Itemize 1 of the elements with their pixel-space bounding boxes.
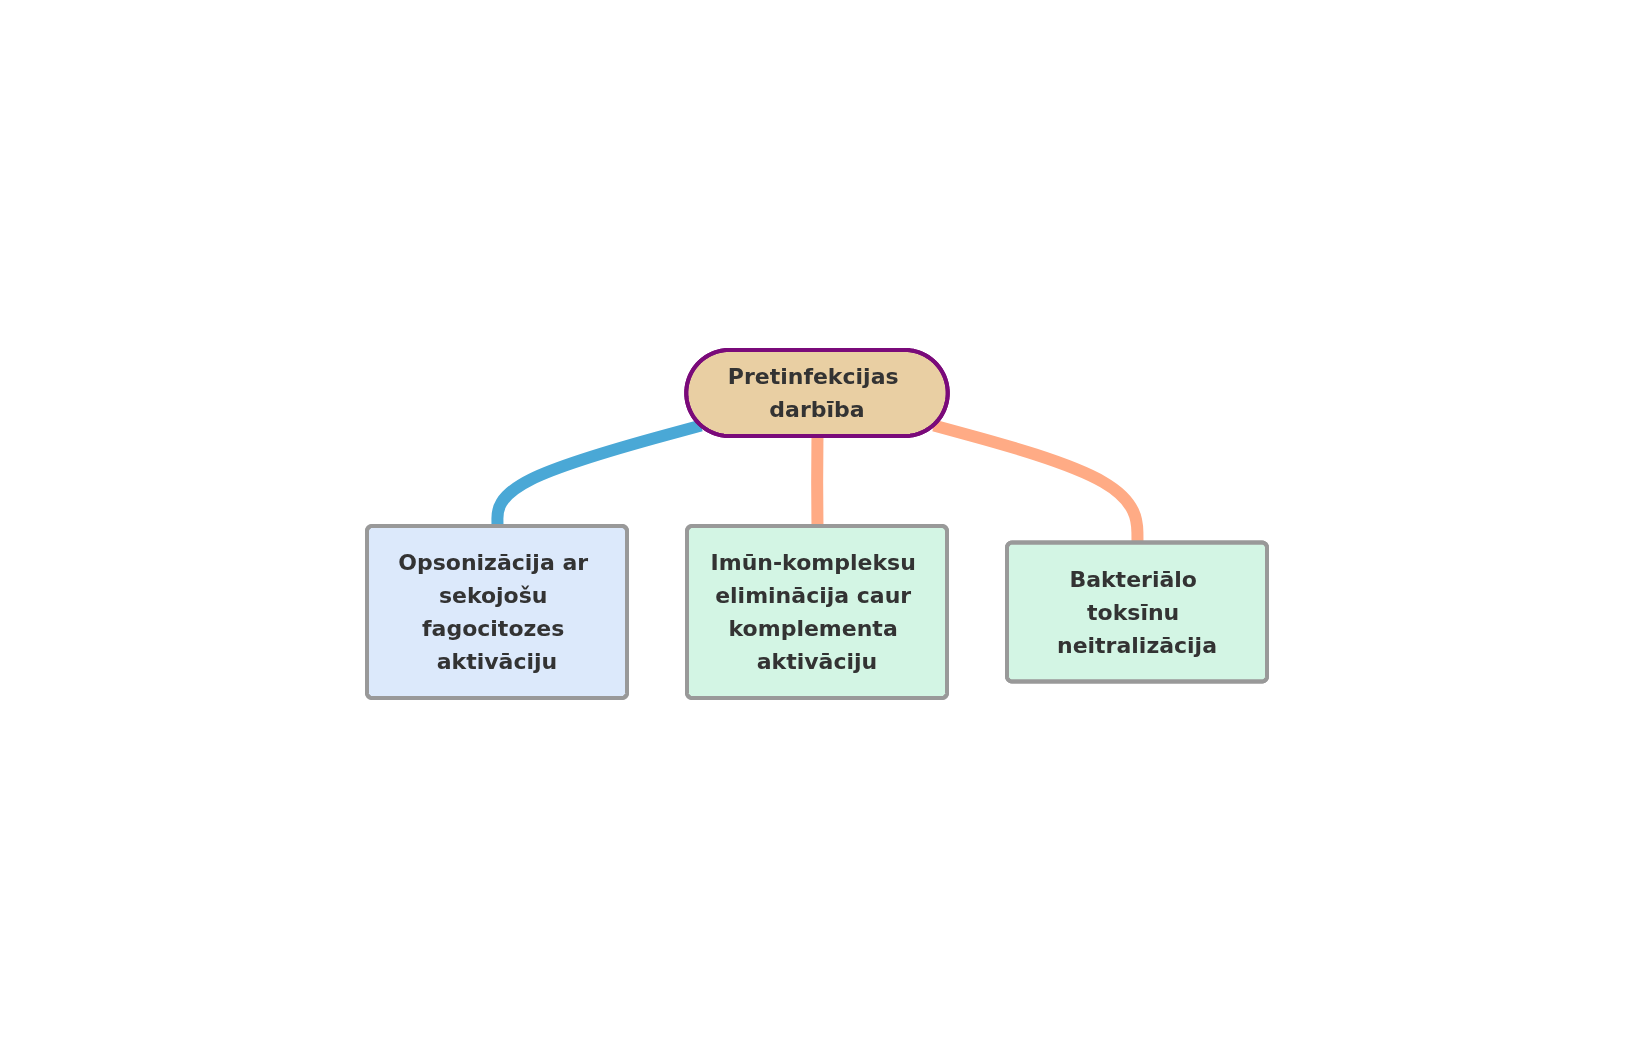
connector xyxy=(931,419,1143,543)
